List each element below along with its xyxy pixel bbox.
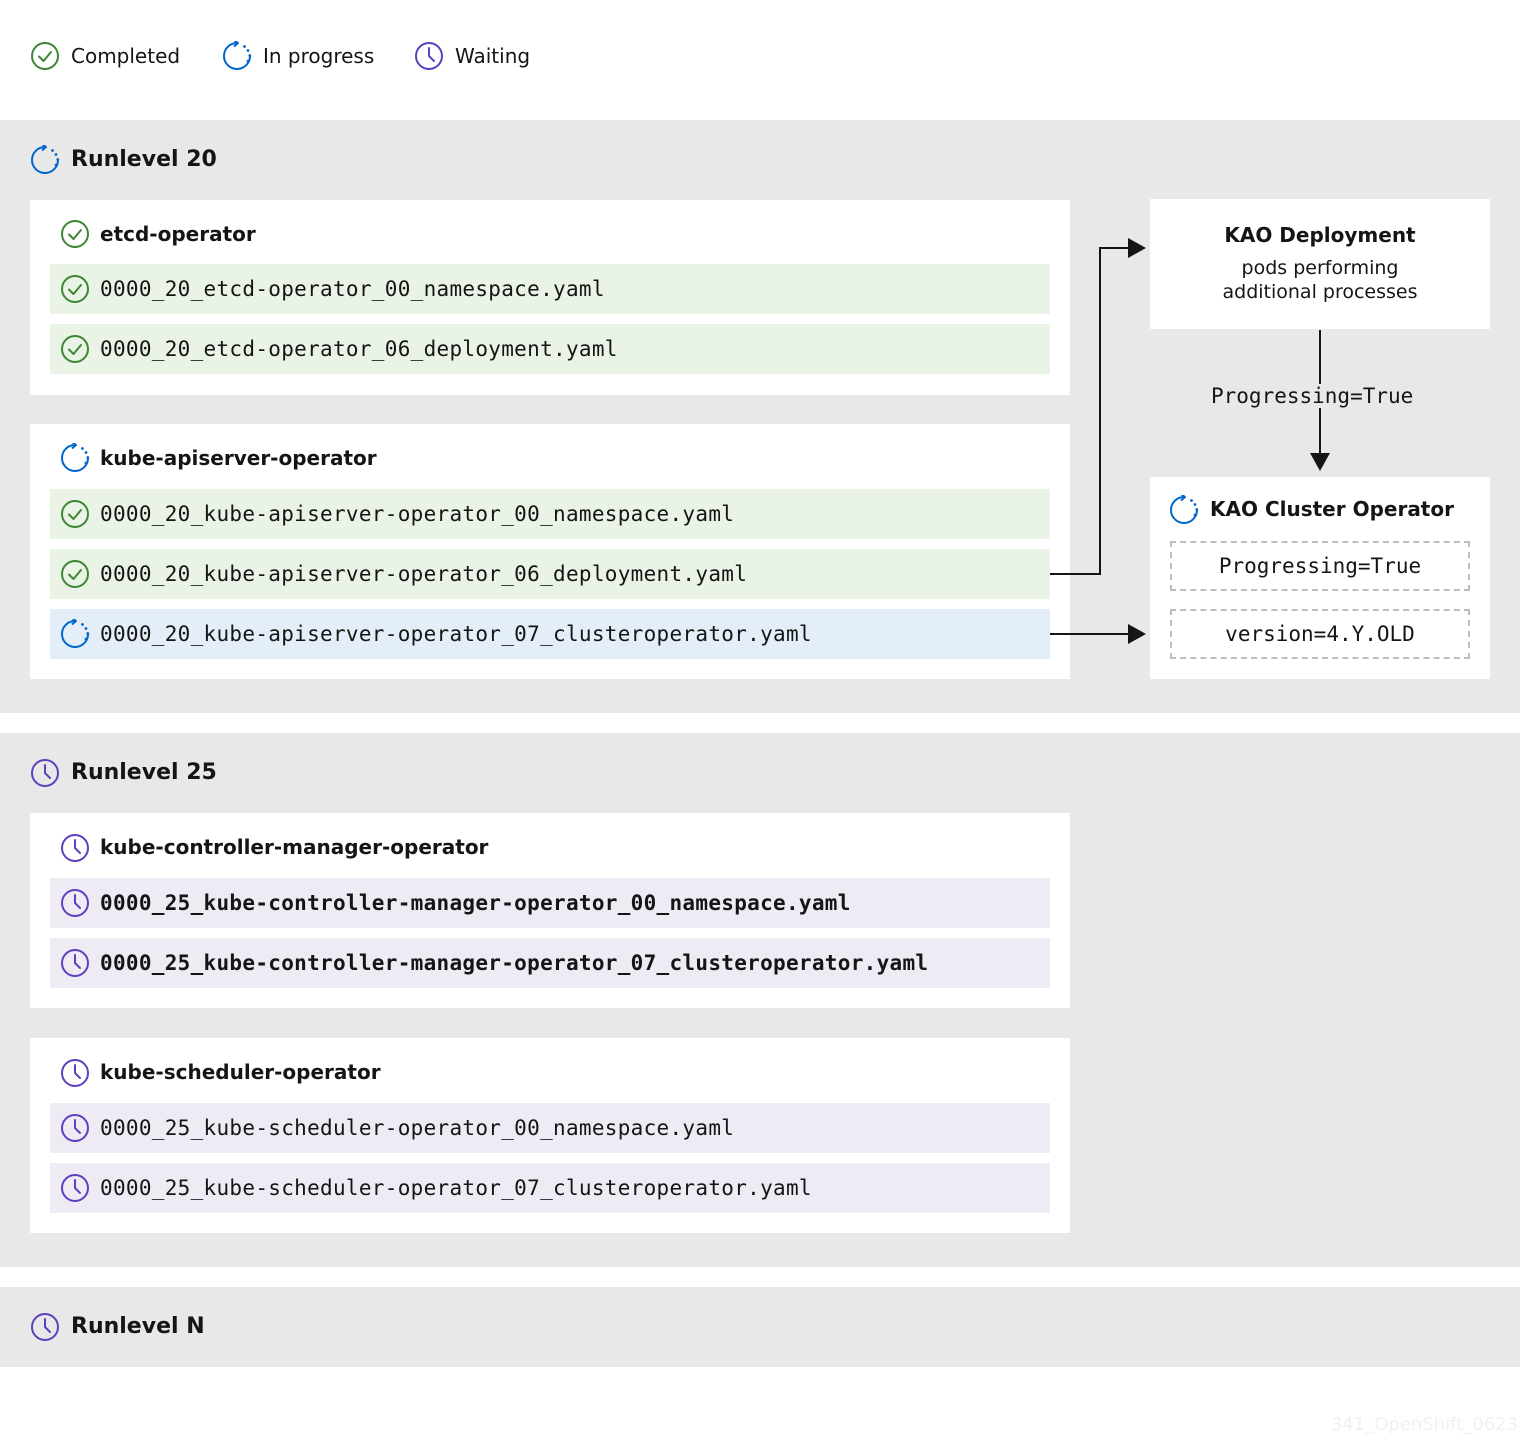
manifest-file-row: 0000_25_kube-scheduler-operator_00_names… xyxy=(50,1103,1050,1153)
kao-deployment-description-line1: pods performing xyxy=(1241,257,1399,279)
runlevel-25-section: Runlevel 25 kube-controller-manager-oper… xyxy=(0,733,1520,1267)
etcd-operator-title: etcd-operator xyxy=(100,222,256,246)
completed-check-icon xyxy=(60,559,90,589)
completed-check-icon xyxy=(60,334,90,364)
manifest-file-row: 0000_25_kube-scheduler-operator_07_clust… xyxy=(50,1163,1050,1213)
runlevel-20-section: Runlevel 20 etcd-operator 0000_20_etcd-o… xyxy=(0,120,1520,713)
legend-completed-label: Completed xyxy=(71,44,181,68)
progressing-arrowhead xyxy=(1310,453,1330,471)
kube-controller-manager-operator-card: kube-controller-manager-operator 0000_25… xyxy=(30,813,1070,1008)
waiting-clock-icon xyxy=(60,1113,90,1143)
in-progress-icon xyxy=(60,619,90,649)
manifest-file-name: 0000_20_etcd-operator_06_deployment.yaml xyxy=(100,337,618,361)
kube-scheduler-operator-title: kube-scheduler-operator xyxy=(100,1060,381,1084)
in-progress-icon xyxy=(1169,495,1199,525)
kao-cluster-operator-box: KAO Cluster Operator Progressing=True ve… xyxy=(1150,477,1490,679)
etcd-operator-card: etcd-operator 0000_20_etcd-operator_00_n… xyxy=(30,200,1070,395)
version-field: version=4.Y.OLD xyxy=(1170,609,1470,659)
legend-waiting-label: Waiting xyxy=(455,44,531,68)
waiting-clock-icon xyxy=(414,41,444,71)
kao-deployment-title: KAO Deployment xyxy=(1224,223,1416,247)
progressing-arrow-label: Progressing=True xyxy=(1209,384,1416,408)
waiting-clock-icon xyxy=(60,948,90,978)
completed-check-icon xyxy=(60,219,90,249)
manifest-file-name: 0000_25_kube-controller-manager-operator… xyxy=(100,951,929,975)
manifest-file-name: 0000_20_kube-apiserver-operator_07_clust… xyxy=(100,622,812,646)
manifest-file-row: 0000_20_kube-apiserver-operator_06_deplo… xyxy=(50,549,1050,599)
kube-apiserver-operator-title: kube-apiserver-operator xyxy=(100,446,377,470)
deployment-arrowhead xyxy=(1128,238,1146,258)
waiting-clock-icon xyxy=(30,758,60,788)
kao-cluster-operator-title: KAO Cluster Operator xyxy=(1210,497,1454,521)
manifest-file-name: 0000_25_kube-controller-manager-operator… xyxy=(100,891,851,915)
runlevel-n-title: Runlevel N xyxy=(71,1314,205,1339)
manifest-file-row: 0000_25_kube-controller-manager-operator… xyxy=(50,938,1050,988)
waiting-clock-icon xyxy=(60,1058,90,1088)
figure-id-watermark: 341_OpenShift_0623 xyxy=(1330,1414,1518,1435)
progressing-condition-field: Progressing=True xyxy=(1170,541,1470,591)
manifest-file-name: 0000_25_kube-scheduler-operator_07_clust… xyxy=(100,1176,812,1200)
kao-deployment-box: KAO Deployment pods performing additiona… xyxy=(1150,199,1490,329)
in-progress-icon xyxy=(222,41,252,71)
manifest-file-row: 0000_20_etcd-operator_06_deployment.yaml xyxy=(50,324,1050,374)
completed-check-icon xyxy=(60,274,90,304)
manifest-file-name: 0000_25_kube-scheduler-operator_00_names… xyxy=(100,1116,735,1140)
in-progress-icon xyxy=(60,443,90,473)
kube-controller-manager-operator-title: kube-controller-manager-operator xyxy=(100,835,489,859)
manifest-file-row: 0000_25_kube-controller-manager-operator… xyxy=(50,878,1050,928)
kube-apiserver-operator-card: kube-apiserver-operator 0000_20_kube-api… xyxy=(30,424,1070,679)
runlevel-25-title: Runlevel 25 xyxy=(71,760,217,785)
completed-check-icon xyxy=(60,499,90,529)
manifest-file-row: 0000_20_kube-apiserver-operator_07_clust… xyxy=(50,609,1050,659)
manifest-file-name: 0000_20_kube-apiserver-operator_00_names… xyxy=(100,502,735,526)
clusteroperator-arrowhead xyxy=(1128,624,1146,644)
manifest-file-row: 0000_20_etcd-operator_00_namespace.yaml xyxy=(50,264,1050,314)
waiting-clock-icon xyxy=(60,833,90,863)
completed-check-icon xyxy=(30,41,60,71)
legend-in-progress-label: In progress xyxy=(263,44,375,68)
runlevel-20-title: Runlevel 20 xyxy=(71,147,217,172)
waiting-clock-icon xyxy=(30,1312,60,1342)
kao-deployment-description-line2: additional processes xyxy=(1222,281,1418,303)
manifest-file-name: 0000_20_etcd-operator_00_namespace.yaml xyxy=(100,277,605,301)
waiting-clock-icon xyxy=(60,1173,90,1203)
manifest-file-row: 0000_20_kube-apiserver-operator_00_names… xyxy=(50,489,1050,539)
runlevel-n-section: Runlevel N xyxy=(0,1287,1520,1367)
in-progress-icon xyxy=(30,145,60,175)
waiting-clock-icon xyxy=(60,888,90,918)
kube-scheduler-operator-card: kube-scheduler-operator 0000_25_kube-sch… xyxy=(30,1038,1070,1233)
manifest-file-name: 0000_20_kube-apiserver-operator_06_deplo… xyxy=(100,562,748,586)
